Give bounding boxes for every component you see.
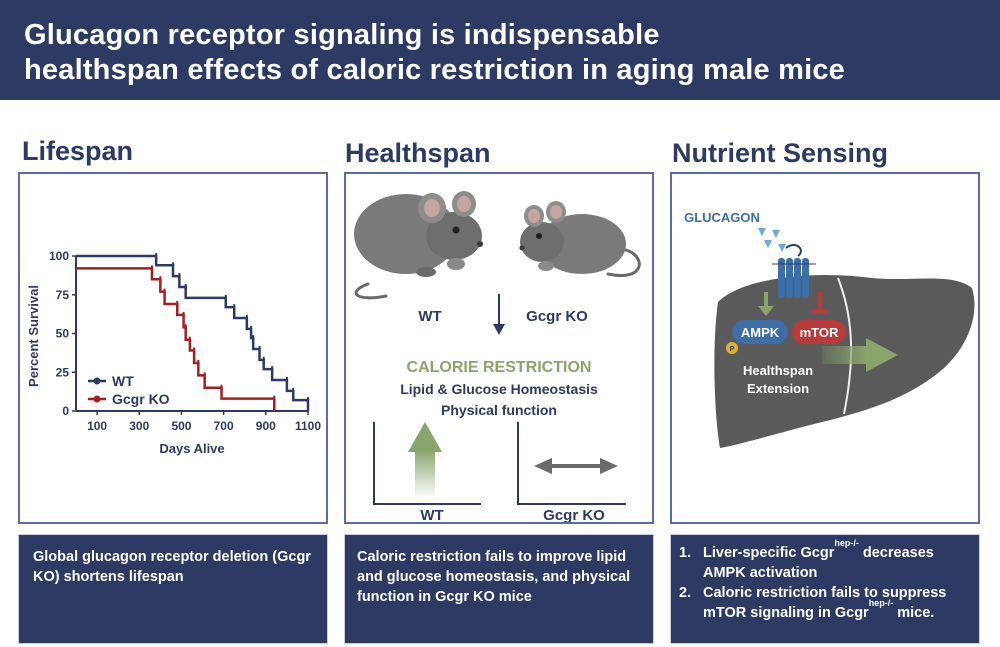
nutrient-sensing-diagram: GLUCAGON AMPK — [684, 210, 975, 448]
caption-item-1: 1. Liver-specific Gcgrhep-/- decreases A… — [679, 539, 971, 583]
section-title-lifespan: Lifespan — [22, 136, 134, 166]
gcgr-ko-mouse-illustration — [519, 201, 641, 277]
y-tick-label: 100 — [49, 249, 69, 263]
legend-label: Gcgr KO — [112, 391, 170, 407]
x-tick-label: 500 — [171, 419, 191, 433]
y-tick-label: 75 — [56, 288, 70, 302]
nutrient-sensing-panel: GLUCAGON AMPK — [670, 172, 980, 524]
survival-chart-ticks: 0 25 50 75 100 100 300 500 700 900 1100 — [49, 249, 321, 433]
survival-chart-legend: WT Gcgr KO — [88, 373, 170, 407]
x-tick-label: 900 — [256, 419, 276, 433]
x-tick-label: 1100 — [295, 419, 321, 433]
y-tick-label: 0 — [62, 404, 69, 418]
ampk-node: AMPK — [732, 320, 788, 344]
healthspan-panel: WT Gcgr KO CALORIE RESTRICTION Lipid & G… — [344, 172, 654, 524]
mtor-label: mTOR — [800, 325, 839, 340]
wt-mouse-label: WT — [418, 308, 441, 325]
calorie-restriction-label: CALORIE RESTRICTION — [407, 359, 592, 376]
survival-chart: 0 25 50 75 100 100 300 500 700 900 1100 Percent Su… — [26, 249, 321, 456]
caption-item-1-number: 1. — [679, 545, 692, 561]
caption-item-2-number: 2. — [679, 585, 692, 601]
survival-line-gcgr-ko — [76, 267, 276, 411]
glucagon-molecules-icon — [758, 228, 786, 252]
mtor-node: mTOR — [792, 320, 846, 344]
outcome-line-2: Physical function — [441, 402, 557, 418]
ampk-label: AMPK — [741, 325, 780, 340]
x-axis-label: Days Alive — [159, 441, 224, 456]
glucagon-label: GLUCAGON — [684, 210, 760, 225]
healthspan-caption-text: Caloric restriction fails to improve lip… — [357, 549, 631, 605]
survival-line-wt — [76, 254, 310, 411]
caption-item-2: 2. Caloric restriction fails to suppress… — [679, 583, 971, 623]
survival-chart-axes — [75, 256, 308, 412]
nutrient-caption-box: 1. Liver-specific Gcgrhep-/- decreases A… — [670, 534, 980, 644]
caption-item-1-superscript: hep-/- — [834, 538, 859, 549]
nutrient-caption-list: 1. Liver-specific Gcgrhep-/- decreases A… — [679, 539, 971, 623]
wt-mouse-illustration — [354, 191, 483, 300]
section-title-nutrient-sensing: Nutrient Sensing — [672, 138, 889, 168]
legend-label: WT — [112, 373, 134, 389]
header-banner: Glucagon receptor signaling is indispens… — [0, 0, 1000, 100]
caption-item-2-text: Caloric restriction fails to suppress mT… — [703, 585, 947, 621]
x-tick-label: 300 — [129, 419, 149, 433]
wt-response-axes — [373, 422, 481, 505]
healthspan-caption-box: Caloric restriction fails to improve lip… — [344, 534, 654, 644]
wt-bar-label: WT — [420, 507, 443, 522]
legend-marker — [93, 377, 101, 385]
page-title-line-1: Glucagon receptor signaling is indispens… — [24, 19, 660, 51]
x-tick-label: 700 — [214, 419, 234, 433]
y-tick-label: 25 — [56, 365, 70, 379]
glucagon-receptor-icon — [772, 244, 816, 298]
effect-line-2: Extension — [747, 381, 809, 396]
no-change-double-arrow-icon — [534, 458, 618, 474]
phosphate-label: P — [730, 346, 735, 353]
lifespan-caption-text: Global glucagon receptor deletion (Gcgr … — [33, 549, 311, 585]
section-title-healthspan: Healthspan — [345, 138, 491, 168]
healthspan-extension-arrow-icon — [822, 338, 898, 372]
page-title-line-2: healthspan effects of caloric restrictio… — [24, 54, 846, 86]
outcome-line-1: Lipid & Glucose Homeostasis — [400, 381, 598, 397]
inhibition-bar-icon — [812, 292, 828, 314]
caption-item-2-superscript: hep-/- — [868, 598, 894, 609]
caption-item-1-text: Liver-specific Gcgr — [703, 545, 835, 561]
gcgr-ko-response-axes — [517, 422, 626, 505]
gcgr-ko-mouse-label: Gcgr KO — [526, 308, 588, 325]
survival-chart-series — [76, 253, 310, 411]
up-arrow-icon — [408, 422, 442, 496]
healthspan-diagram: WT Gcgr KO CALORIE RESTRICTION Lipid & G… — [354, 191, 641, 524]
x-tick-label: 100 — [87, 419, 107, 433]
y-axis-label: Percent Survival — [26, 285, 41, 387]
gcgr-ko-bar-label: Gcgr KO — [543, 507, 605, 522]
lifespan-panel: 0 25 50 75 100 100 300 500 700 900 1100 Percent Su… — [18, 172, 328, 524]
down-arrow-icon — [493, 294, 505, 335]
activation-arrow-icon — [758, 292, 774, 316]
phosphate-icon: P — [726, 342, 738, 354]
caption-item-1-text-end: decreases AMPK activation — [703, 545, 934, 581]
y-tick-label: 50 — [56, 327, 70, 341]
legend-marker — [93, 395, 101, 403]
caption-item-2-text-end: mice. — [893, 605, 935, 621]
lifespan-caption-box: Global glucagon receptor deletion (Gcgr … — [18, 534, 328, 644]
effect-line-1: Healthspan — [743, 363, 813, 378]
